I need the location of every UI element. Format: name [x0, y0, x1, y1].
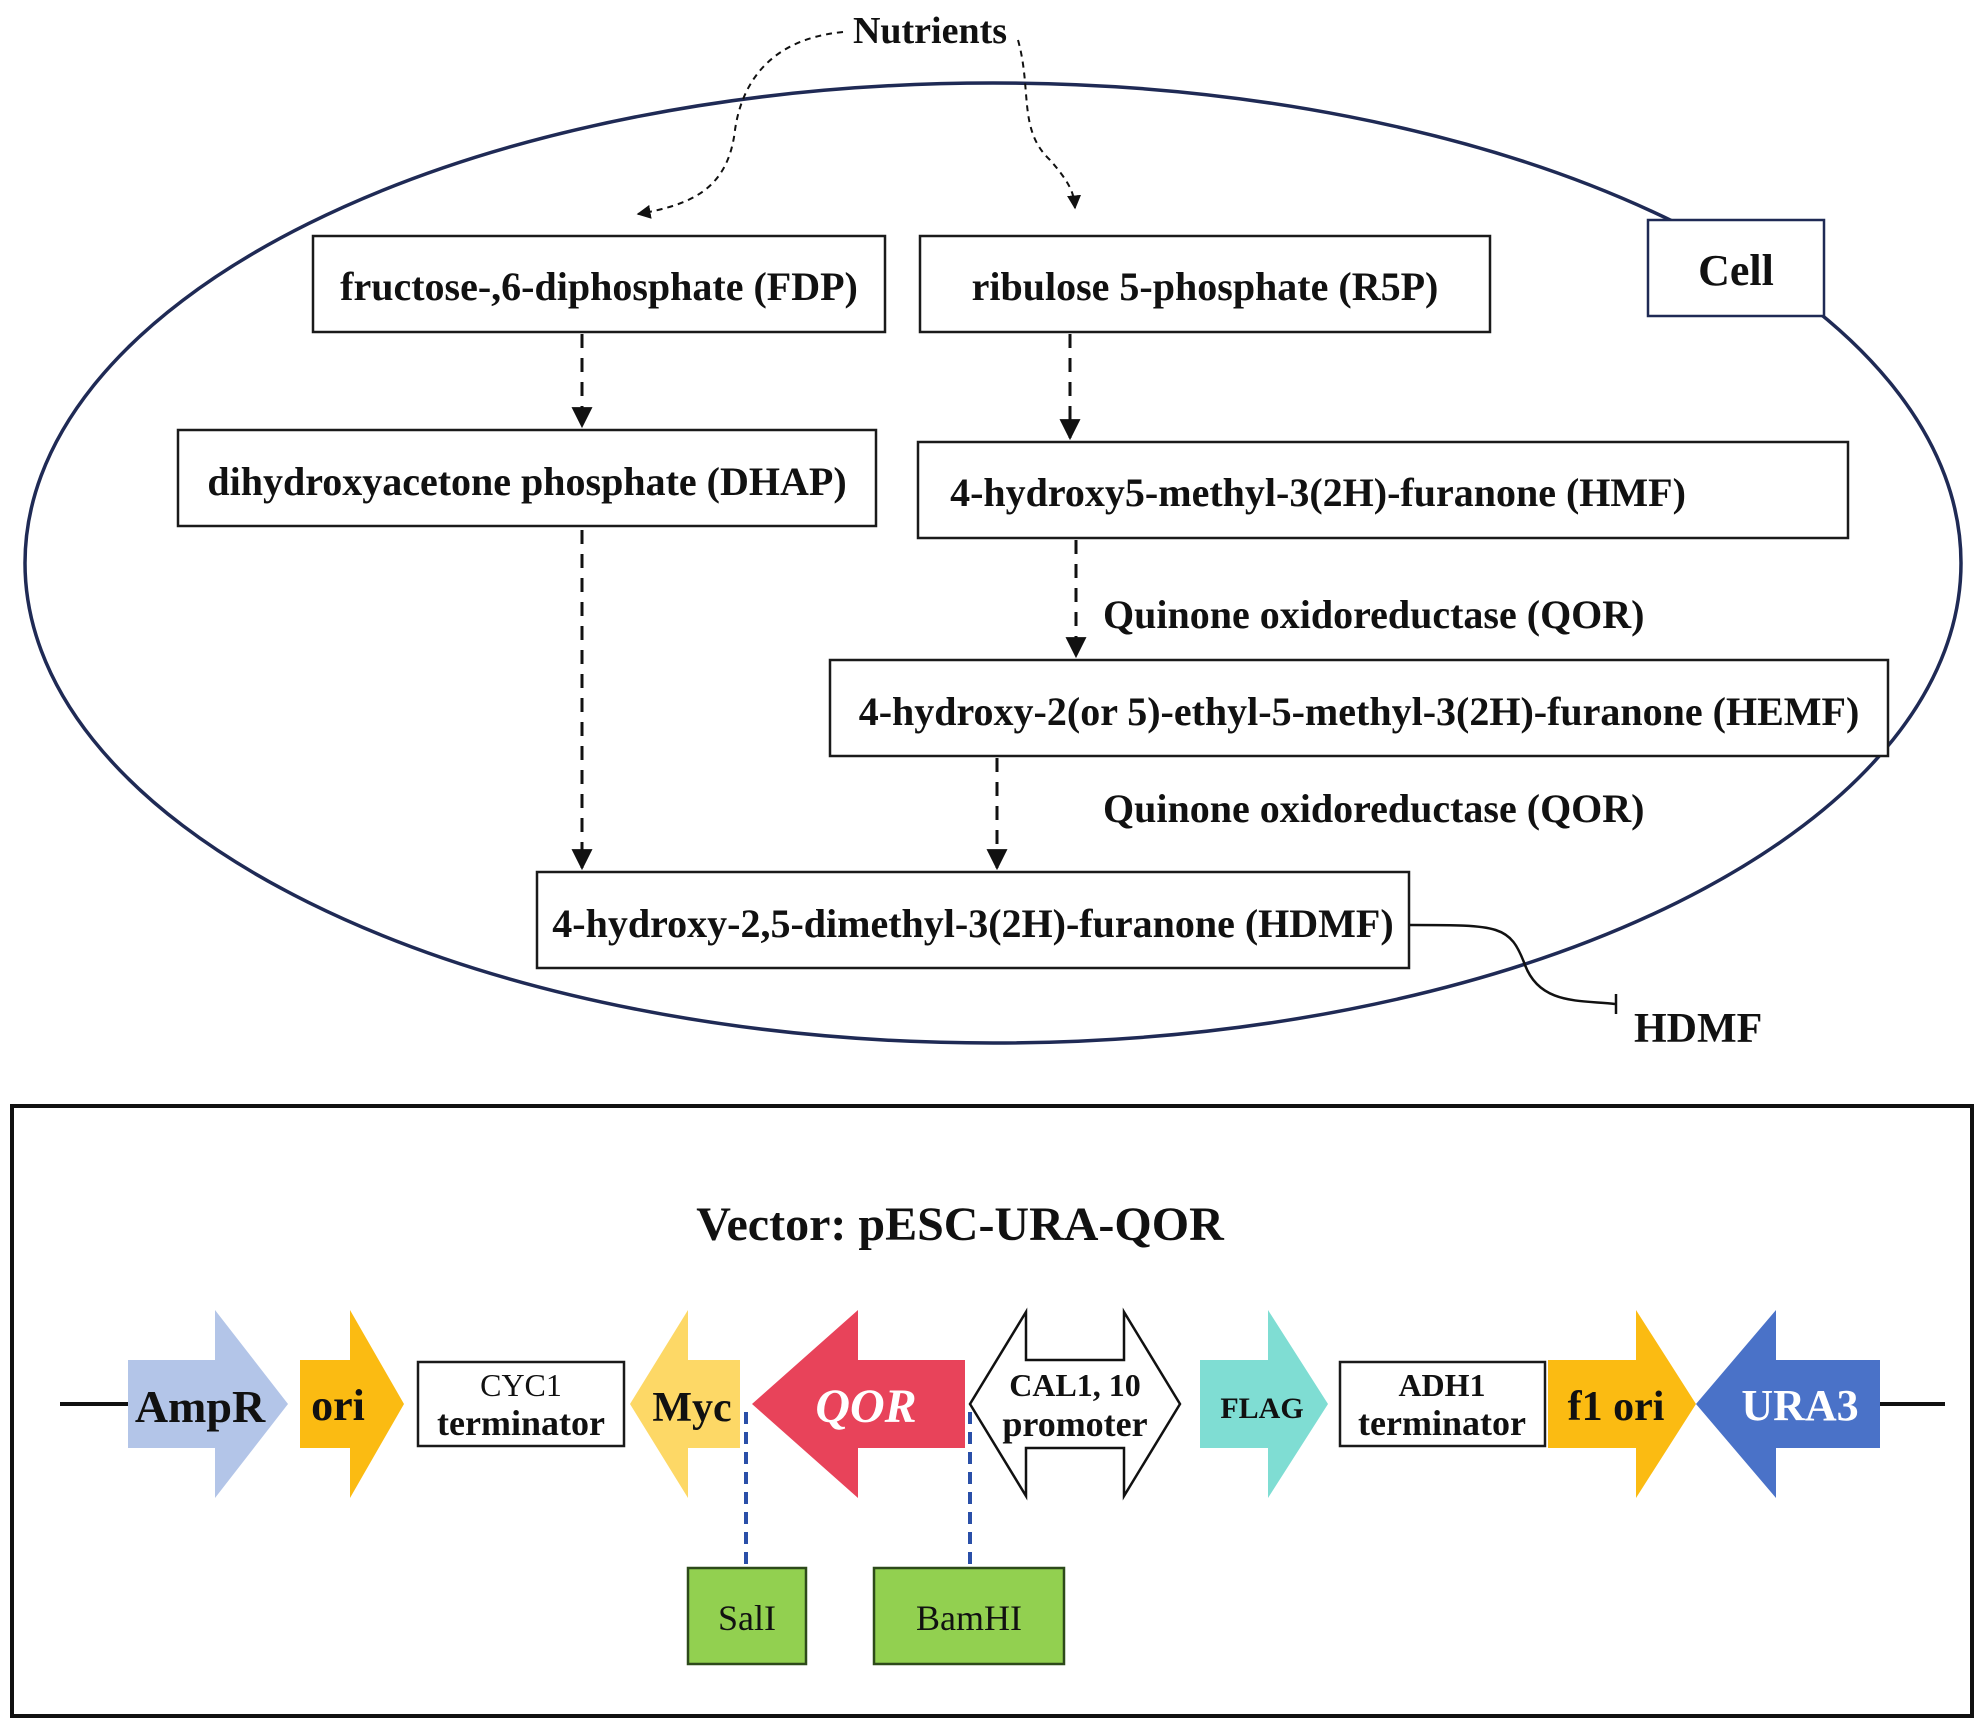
cyc1-terminator-box: [416, 1360, 626, 1448]
sali-label: SalI: [718, 1598, 776, 1638]
bamhi-box: [872, 1566, 1066, 1666]
hmf-label: 4-hydroxy5-methyl-3(2H)-furanone (HMF): [950, 470, 1686, 515]
adh1-terminator-box: [1338, 1360, 1547, 1448]
sali-box: [686, 1566, 808, 1666]
nutrients-arrow-fdp: [636, 31, 844, 219]
r5p-label: ribulose 5-phosphate (R5P): [972, 264, 1439, 309]
fdp-label: fructose-,6-diphosphate (FDP): [340, 264, 858, 309]
ampr-arrow: [128, 1310, 288, 1498]
cell-membrane: [23, 81, 1963, 1045]
hemf-label: 4-hydroxy-2(or 5)-ethyl-5-methyl-3(2H)-f…: [859, 689, 1860, 734]
gal-label-line2: promoter: [1002, 1404, 1147, 1444]
dhap-label: dihydroxyacetone phosphate (DHAP): [207, 459, 846, 504]
hmf-box: [916, 440, 1850, 540]
cyc1-label-line1: CYC1: [480, 1367, 562, 1403]
gal-promoter-arrow: [968, 1307, 1182, 1501]
vector-title: Vector: pESC-URA-QOR: [696, 1198, 1225, 1251]
ampr-label: AmpR: [135, 1381, 266, 1432]
qor-arrow: [752, 1310, 965, 1498]
adh1-label-line2: terminator: [1358, 1403, 1526, 1443]
f1ori-label: f1 ori: [1568, 1384, 1665, 1430]
cell-label-box: [1646, 218, 1826, 318]
cyc1-label-line2: terminator: [437, 1403, 605, 1443]
gal-label-line1: CAL1, 10: [1009, 1367, 1141, 1403]
ura3-label: URA3: [1741, 1381, 1858, 1430]
enzyme-qor-label-2: Quinone oxidoreductase (QOR): [1103, 786, 1645, 831]
fdp-box: [311, 234, 887, 334]
enzyme-qor-label-1: Quinone oxidoreductase (QOR): [1103, 592, 1645, 637]
hdmf-export-line: [1409, 923, 1616, 1006]
ura3-arrow: [1696, 1310, 1880, 1498]
myc-label: Myc: [652, 1385, 731, 1431]
dhap-box: [176, 428, 878, 528]
hdmf-out-label: HDMF: [1634, 1006, 1762, 1052]
flag-arrow: [1200, 1310, 1328, 1498]
flag-label: FLAG: [1220, 1392, 1303, 1425]
r5p-box: [918, 234, 1492, 334]
qor-label: QOR: [815, 1380, 916, 1433]
f1ori-arrow: [1548, 1310, 1696, 1498]
hdmf-label: 4-hydroxy-2,5-dimethyl-3(2H)-furanone (H…: [552, 901, 1393, 946]
ori-label: ori: [311, 1381, 365, 1430]
hdmf-box: [535, 870, 1411, 970]
hemf-box: [828, 658, 1890, 758]
cell-label: Cell: [1698, 246, 1774, 295]
adh1-label-line1: ADH1: [1398, 1367, 1485, 1403]
bamhi-label: BamHI: [916, 1598, 1022, 1638]
ori-arrow: [300, 1310, 404, 1498]
nutrients-label: Nutrients: [853, 10, 1007, 52]
myc-arrow: [630, 1310, 740, 1498]
nutrients-arrow-r5p: [1017, 39, 1082, 210]
